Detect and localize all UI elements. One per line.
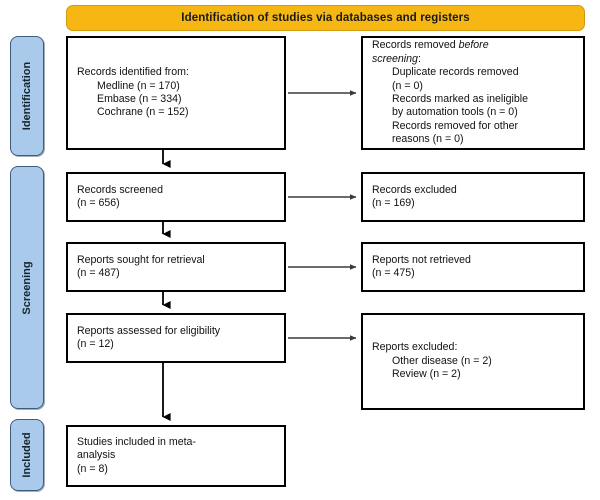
records-identified-heading: Records identified from: (77, 66, 189, 79)
reports-excluded-other-disease: Other disease (n = 2) (392, 354, 492, 367)
records-removed-heading-line2: screening: (372, 53, 574, 66)
box-reports-assessed: Reports assessed for eligibility (n = 12… (66, 313, 286, 363)
stage-label-included: Included (10, 419, 44, 491)
records-screened-label: Records screened (77, 183, 163, 196)
reports-excluded-heading: Reports excluded: (372, 341, 458, 354)
records-removed-other: Records removed for other (392, 119, 519, 132)
stage-label-identification: Identification (10, 36, 44, 156)
box-reports-excluded: Reports excluded: Other disease (n = 2) … (361, 313, 585, 410)
records-identified-cochrane: Cochrane (n = 152) (97, 106, 189, 119)
box-reports-sought: Reports sought for retrieval (n = 487) (66, 242, 286, 292)
reports-sought-label: Reports sought for retrieval (77, 253, 205, 266)
reports-excluded-review: Review (n = 2) (392, 368, 461, 381)
box-reports-not-retrieved: Reports not retrieved (n = 475) (361, 242, 585, 292)
records-removed-heading-a: Records removed (372, 39, 459, 52)
box-records-excluded: Records excluded (n = 169) (361, 172, 585, 222)
banner-title: Identification of studies via databases … (181, 12, 470, 24)
reports-sought-count: (n = 487) (77, 267, 120, 279)
stage-label-screening: Screening (10, 166, 44, 409)
records-removed-other-n: reasons (n = 0) (392, 133, 464, 146)
stage-label-included-text: Included (21, 432, 33, 478)
reports-not-retrieved-label: Reports not retrieved (372, 253, 471, 266)
records-screened-count: (n = 656) (77, 197, 120, 209)
studies-included-label-line1: Studies included in meta- (77, 435, 196, 448)
records-identified-embase: Embase (n = 334) (97, 93, 182, 105)
records-removed-ineligible-n: by automation tools (n = 0) (392, 106, 518, 119)
box-records-removed: Records removed before screening: Duplic… (361, 36, 585, 150)
records-removed-ineligible: Records marked as ineligible (392, 93, 529, 105)
studies-included-count: (n = 8) (77, 462, 108, 475)
records-excluded-count: (n = 169) (372, 197, 415, 209)
reports-not-retrieved-count: (n = 475) (372, 267, 415, 279)
records-removed-heading-italic-screening: screening (372, 52, 418, 65)
reports-assessed-label: Reports assessed for eligibility (77, 324, 221, 337)
studies-included-label-line2: analysis (77, 449, 116, 462)
records-removed-heading-italic-before: before (458, 39, 489, 52)
box-records-identified: Records identified from: Medline (n = 17… (66, 36, 286, 150)
stage-label-identification-text: Identification (21, 61, 33, 131)
records-identified-medline: Medline (n = 170) (97, 79, 180, 92)
records-removed-heading-colon: : (417, 52, 421, 65)
records-removed-heading-line1: Records removed before (372, 39, 574, 52)
records-removed-duplicates-n: (n = 0) (392, 79, 423, 92)
records-excluded-label: Records excluded (372, 183, 457, 196)
stage-label-screening-text: Screening (21, 260, 33, 315)
records-removed-duplicates: Duplicate records removed (392, 66, 519, 79)
box-studies-included: Studies included in meta- analysis (n = … (66, 425, 286, 487)
banner-identification: Identification of studies via databases … (66, 5, 585, 31)
reports-assessed-count: (n = 12) (77, 338, 114, 350)
box-records-screened: Records screened (n = 656) (66, 172, 286, 222)
